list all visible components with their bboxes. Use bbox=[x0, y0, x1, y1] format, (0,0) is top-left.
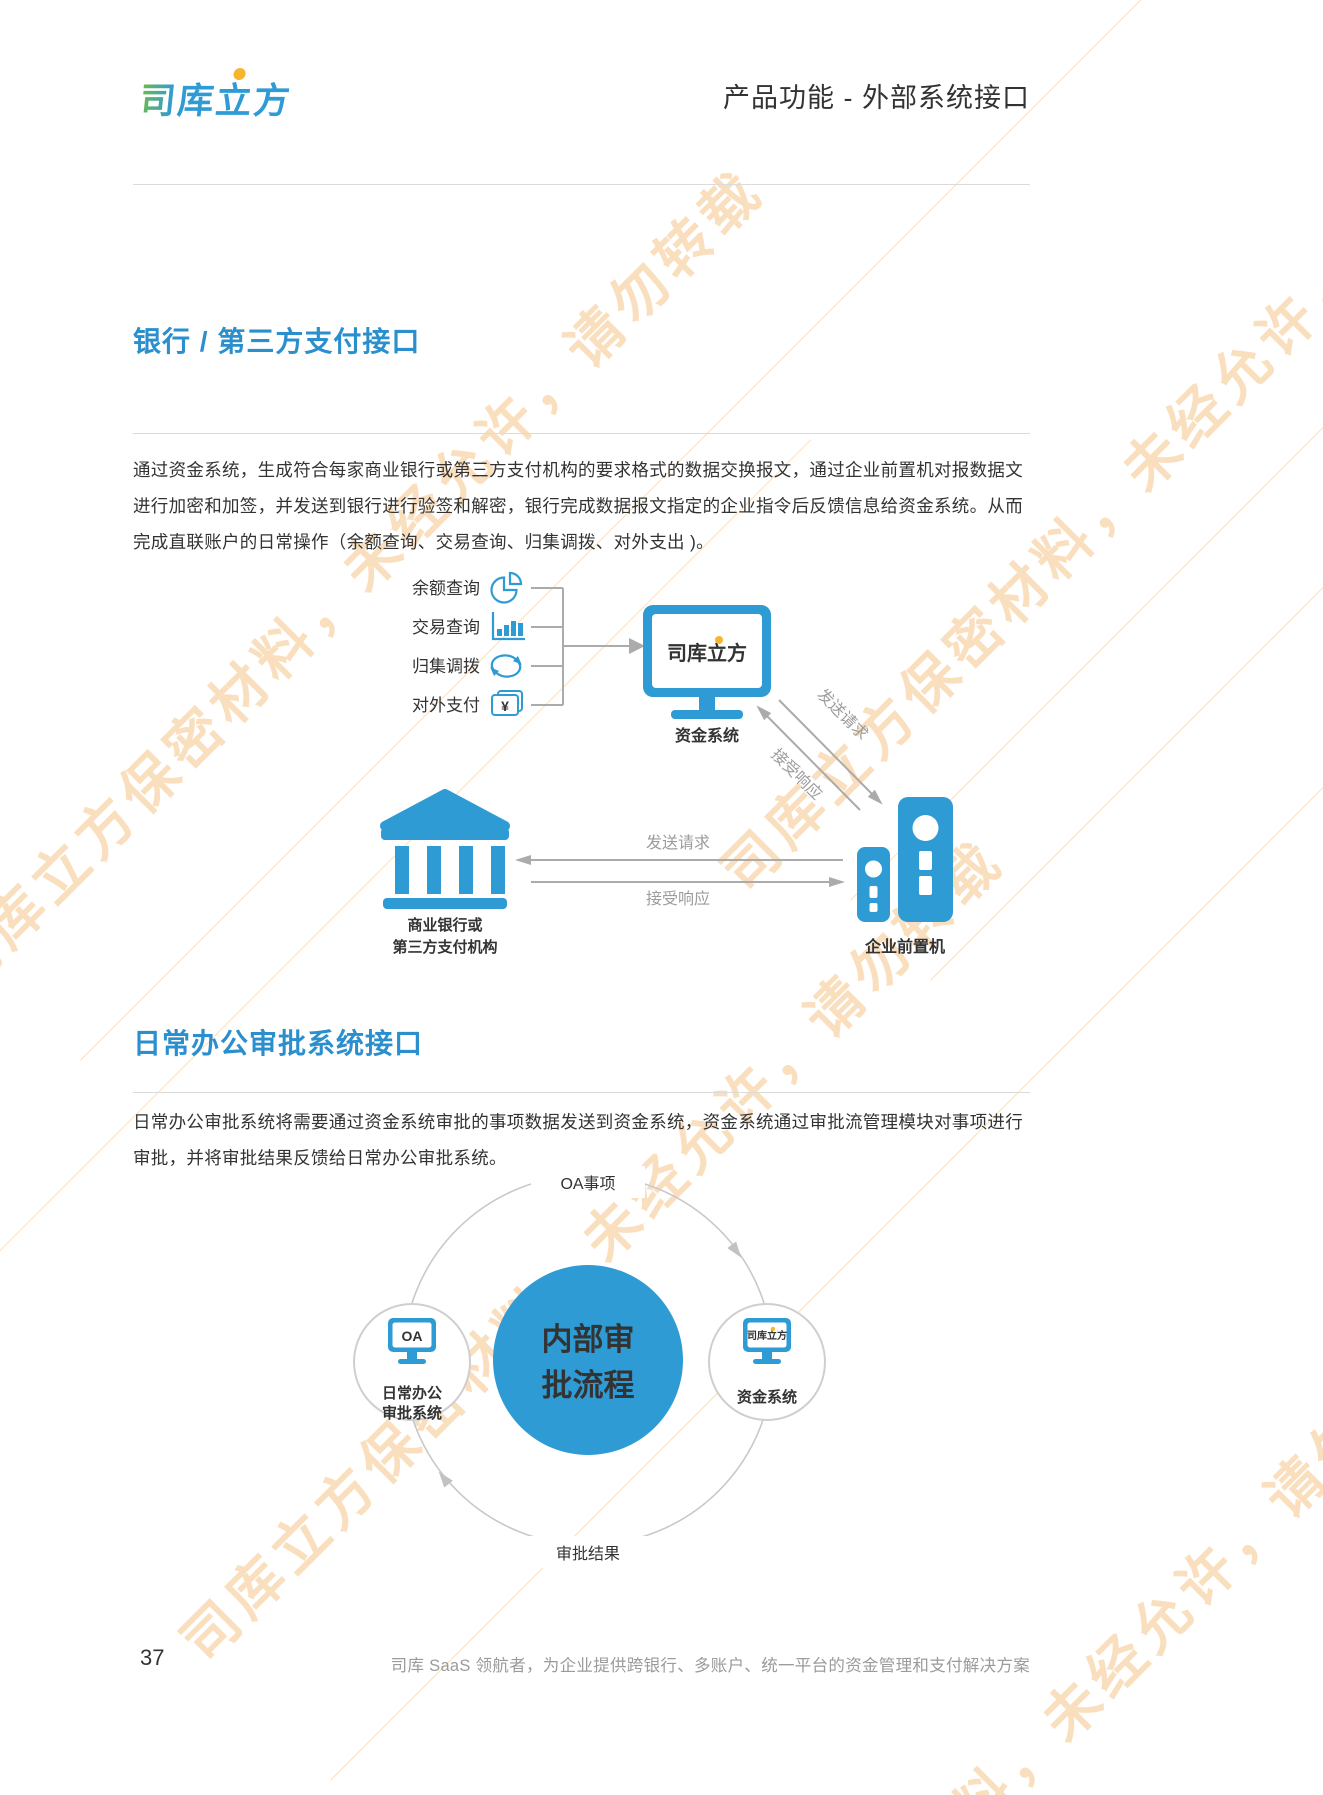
logo-text: 司库立方 bbox=[137, 80, 294, 121]
paragraph-line: 审批，并将审批结果反馈给日常办公审批系统。 bbox=[133, 1148, 507, 1168]
paragraph-line: 完成直联账户的日常操作（余额查询、交易查询、归集调拨、对外支出 )。 bbox=[133, 532, 714, 552]
arrow-right-icon bbox=[629, 638, 645, 654]
clockwise-arrow-icon bbox=[438, 1471, 453, 1488]
oa-flow-diagram: OA事项 审批结果 OA 日常办公 审批系统 司库立方 资金系统 内部审 批流程 bbox=[353, 1166, 826, 1568]
section-title-bank-interface: 银行 / 第三方支付接口 bbox=[133, 326, 421, 357]
operation-row: 交易查询 bbox=[412, 612, 525, 641]
coin-icon bbox=[770, 1326, 776, 1332]
internal-approval-circle bbox=[493, 1265, 683, 1455]
arrow-left-icon bbox=[515, 855, 531, 865]
center-label-line1: 内部审 bbox=[542, 1322, 635, 1357]
section-divider bbox=[133, 433, 1030, 434]
front-processor-label: 企业前置机 bbox=[864, 937, 945, 956]
funds-monitor-icon: 司库立方 bbox=[743, 1318, 791, 1364]
ring-label-mask bbox=[521, 1536, 655, 1568]
approval-result-label: 审批结果 bbox=[556, 1545, 620, 1563]
header-divider bbox=[133, 184, 1030, 185]
monitor-processor-arrows bbox=[765, 699, 874, 811]
arrow-right-icon bbox=[829, 877, 845, 887]
oa-node-label-line2: 审批系统 bbox=[382, 1404, 442, 1422]
oa-node-label-line1: 日常办公 bbox=[382, 1384, 442, 1402]
clockwise-arrow-icon bbox=[727, 1241, 742, 1258]
receive-response-label: 接受响应 bbox=[646, 889, 710, 908]
receive-response-label: 接受响应 bbox=[768, 745, 827, 804]
oa-screen-text: OA bbox=[402, 1328, 423, 1344]
monitor-logo-text: 司库立方 bbox=[667, 641, 747, 665]
operation-label: 对外支付 bbox=[412, 696, 480, 715]
arrow-down-right-icon bbox=[867, 789, 883, 805]
page-number: 37 bbox=[140, 1645, 165, 1670]
oa-items-label: OA事项 bbox=[560, 1175, 615, 1193]
company-logo: 司库立方 bbox=[137, 68, 294, 124]
section-oa-paragraph: 日常办公审批系统将需要通过资金系统审批的事项数据发送到资金系统，资金系统通过审批… bbox=[133, 1104, 1030, 1176]
center-label-line2: 批流程 bbox=[542, 1368, 635, 1403]
operation-label: 归集调拨 bbox=[412, 657, 480, 676]
arrow-up-left-icon bbox=[756, 705, 772, 721]
coin-icon bbox=[715, 636, 723, 644]
send-request-label: 发送请求 bbox=[646, 834, 710, 852]
transfer-cycle-icon bbox=[490, 654, 522, 678]
bank-interface-diagram: 余额查询 交易查询 归集调拨 bbox=[380, 571, 953, 956]
operation-label: 余额查询 bbox=[412, 579, 480, 598]
page-title: 产品功能 - 外部系统接口 bbox=[723, 83, 1030, 113]
ring-label-mask bbox=[531, 1166, 645, 1198]
section-bank-paragraph: 通过资金系统，生成符合每家商业银行或第三方支付机构的要求格式的数据交换报文，通过… bbox=[133, 452, 1030, 560]
operation-connectors bbox=[531, 587, 629, 706]
yuan-payment-icon: ¥ bbox=[491, 690, 523, 716]
section-divider bbox=[133, 1092, 1030, 1093]
footer-tagline: 司库 SaaS 领航者，为企业提供跨银行、多账户、统一平台的资金管理和支付解决方… bbox=[390, 1657, 1030, 1675]
bank-processor-arrows bbox=[527, 859, 843, 883]
section-title-oa-interface: 日常办公审批系统接口 bbox=[133, 1028, 424, 1059]
operation-row: 归集调拨 bbox=[412, 654, 522, 678]
operation-row: 余额查询 bbox=[412, 571, 523, 604]
paragraph-line: 日常办公审批系统将需要通过资金系统审批的事项数据发送到资金系统，资金系统通过审批… bbox=[133, 1112, 1023, 1132]
operation-row: 对外支付 ¥ bbox=[412, 690, 523, 716]
bank-icon bbox=[380, 789, 510, 909]
bank-label-line1: 商业银行或 bbox=[407, 916, 482, 934]
operation-label: 交易查询 bbox=[412, 618, 480, 637]
paragraph-line: 进行加密和加签，并发送到银行进行验签和解密，银行完成数据报文指定的企业指令后反馈… bbox=[133, 496, 1023, 516]
funds-node-label: 资金系统 bbox=[737, 1388, 797, 1406]
bar-chart-icon bbox=[491, 612, 525, 641]
svg-text:¥: ¥ bbox=[501, 698, 509, 714]
paragraph-line: 通过资金系统，生成符合每家商业银行或第三方支付机构的要求格式的数据交换报文，通过… bbox=[133, 460, 1023, 480]
pie-chart-icon bbox=[490, 571, 523, 604]
bank-label-line2: 第三方支付机构 bbox=[392, 938, 497, 956]
funds-system-monitor-icon: 司库立方 bbox=[643, 605, 771, 719]
monitor-logo-text: 司库立方 bbox=[747, 1329, 787, 1342]
server-icon bbox=[857, 797, 953, 922]
send-request-label: 发送请求 bbox=[814, 685, 872, 743]
coin-icon bbox=[232, 68, 247, 80]
funds-system-label: 资金系统 bbox=[675, 726, 739, 745]
oa-monitor-icon: OA bbox=[388, 1318, 436, 1364]
